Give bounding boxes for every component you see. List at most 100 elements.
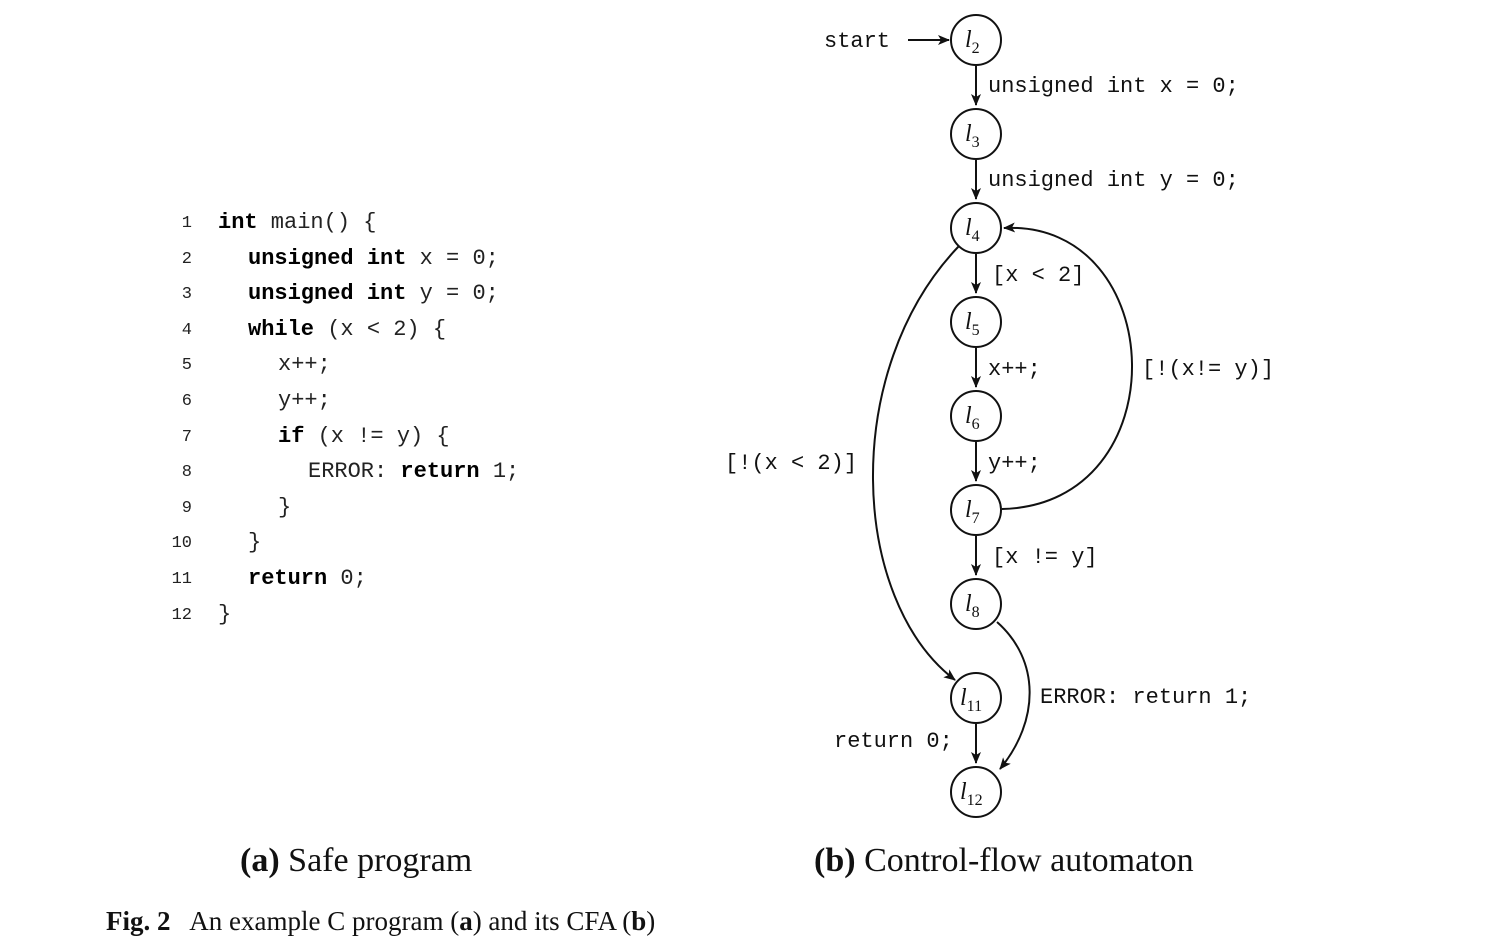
subcaption-b-tag: (b): [814, 842, 856, 879]
code-text: if (x != y) {: [278, 424, 450, 449]
node-l7: l7: [950, 484, 1002, 536]
line-number: 8: [181, 463, 192, 483]
code-line: 4 while (x < 2) {: [160, 317, 446, 351]
code-keyword: unsigned: [248, 281, 354, 307]
figure-label: Fig. 2: [106, 906, 171, 936]
code-token: }: [248, 530, 262, 556]
code-line: 7 if (x != y) {: [160, 424, 450, 458]
node-l3: l3: [950, 108, 1002, 160]
code-token: 0;: [327, 566, 367, 591]
line-number: 6: [181, 392, 192, 411]
code-text: int main() {: [218, 210, 376, 235]
node-l11: l11: [950, 672, 1002, 724]
subcaption-b: (b) Control-flow automaton: [814, 842, 1194, 880]
svg-text:l6: l6: [965, 403, 980, 433]
line-number: 1: [181, 214, 192, 233]
code-keyword: int: [366, 245, 407, 271]
code-text: while (x < 2) {: [248, 317, 446, 342]
code-line: 12}: [160, 602, 232, 636]
code-token: x++;: [278, 352, 331, 378]
node-l6: l6: [950, 390, 1002, 442]
line-number: 12: [171, 605, 192, 625]
svg-text:l5: l5: [965, 309, 980, 339]
subcaption-a-text: Safe program: [288, 842, 473, 879]
code-line: 11 return 0;: [160, 566, 367, 600]
code-keyword: return: [400, 459, 480, 485]
line-number: 3: [181, 285, 192, 305]
line-number: 9: [181, 498, 192, 518]
svg-text:l11: l11: [960, 685, 982, 715]
line-number: 11: [171, 570, 192, 589]
svg-text:l7: l7: [965, 497, 980, 527]
code-line: 8 ERROR: return 1;: [160, 459, 519, 493]
code-keyword: if: [278, 423, 305, 449]
code-token: (x != y) {: [304, 423, 450, 449]
node-l4: l4: [950, 202, 1002, 254]
code-token: y = 0;: [406, 281, 499, 307]
code-line: 6 y++;: [160, 388, 331, 422]
edge-label-l2-l3: unsigned int x = 0;: [988, 74, 1239, 99]
edge-l4-l11: [872, 245, 960, 681]
line-number: 4: [181, 320, 192, 340]
code-line: 2 unsigned int x = 0;: [160, 246, 499, 280]
code-text: return 0;: [248, 566, 367, 591]
edge-label-l11-l12: return 0;: [834, 729, 953, 754]
code-line: 9}: [160, 495, 291, 529]
code-line: 5 x++;: [160, 352, 331, 386]
edge-label-l7-l4: [!(x!= y)]: [1142, 357, 1274, 382]
svg-text:l3: l3: [965, 121, 980, 151]
node-l8: l8: [950, 578, 1002, 630]
edge-label-l6-l7: y++;: [988, 451, 1041, 476]
svg-text:l2: l2: [965, 27, 980, 57]
code-token: y++;: [278, 388, 331, 413]
figure-caption: Fig. 2 An example C program (a) and its …: [106, 906, 655, 937]
figure-caption-ref-b: b: [631, 906, 647, 936]
code-text: ERROR: return 1;: [308, 459, 519, 484]
code-line: 1 int main() {: [160, 210, 377, 244]
edge-label-l4-l5: [x < 2]: [992, 263, 1084, 288]
node-l12: l12: [950, 766, 1002, 818]
subcaption-a-tag: (a): [240, 842, 280, 879]
line-number: 5: [181, 356, 192, 376]
code-token: main() {: [257, 210, 377, 235]
figure-caption-text-2: ) and its CFA (: [472, 906, 632, 936]
node-l5: l5: [950, 296, 1002, 348]
edge-label-l4-l11: [!(x < 2)]: [725, 451, 857, 476]
start-label: start: [824, 29, 890, 54]
line-number: 10: [171, 534, 192, 554]
edge-label-l8-l12: ERROR: return 1;: [1040, 685, 1251, 710]
node-l2: l2: [950, 14, 1002, 66]
code-text: }: [218, 602, 231, 627]
code-line: 3 unsigned int y = 0;: [160, 281, 499, 315]
figure-caption-text-3: ): [646, 906, 656, 936]
code-text: x++;: [278, 352, 331, 377]
code-text: }: [278, 495, 291, 520]
code-keyword: int: [366, 281, 407, 307]
code-token: }: [218, 601, 232, 627]
code-keyword: unsigned: [248, 245, 354, 271]
line-number: 2: [181, 249, 192, 269]
svg-text:l12: l12: [960, 779, 983, 809]
edge-l8-l12: [996, 621, 1031, 770]
code-text: }: [248, 530, 261, 555]
code-text: unsigned int x = 0;: [248, 246, 499, 271]
code-token: 1;: [479, 459, 520, 485]
edge-label-l5-l6: x++;: [988, 357, 1041, 382]
subcaption-b-text: Control-flow automaton: [864, 842, 1194, 879]
edge-label-l7-l8: [x != y]: [992, 545, 1098, 570]
code-keyword: int: [218, 210, 258, 235]
figure-caption-text-1: An example C program (: [189, 906, 460, 936]
code-token: ERROR:: [308, 459, 401, 485]
code-token: x = 0;: [406, 245, 499, 271]
code-token: }: [278, 494, 292, 520]
edge-l7-l4: [1001, 222, 1133, 510]
code-line: 10}: [160, 530, 262, 564]
edge-label-l3-l4: unsigned int y = 0;: [988, 168, 1239, 193]
code-keyword: return: [248, 566, 328, 591]
line-number: 7: [181, 427, 192, 447]
code-token: (x < 2) {: [314, 316, 447, 342]
figure-caption-ref-a: a: [459, 906, 473, 936]
code-text: y++;: [278, 388, 331, 413]
svg-text:l8: l8: [965, 591, 980, 621]
